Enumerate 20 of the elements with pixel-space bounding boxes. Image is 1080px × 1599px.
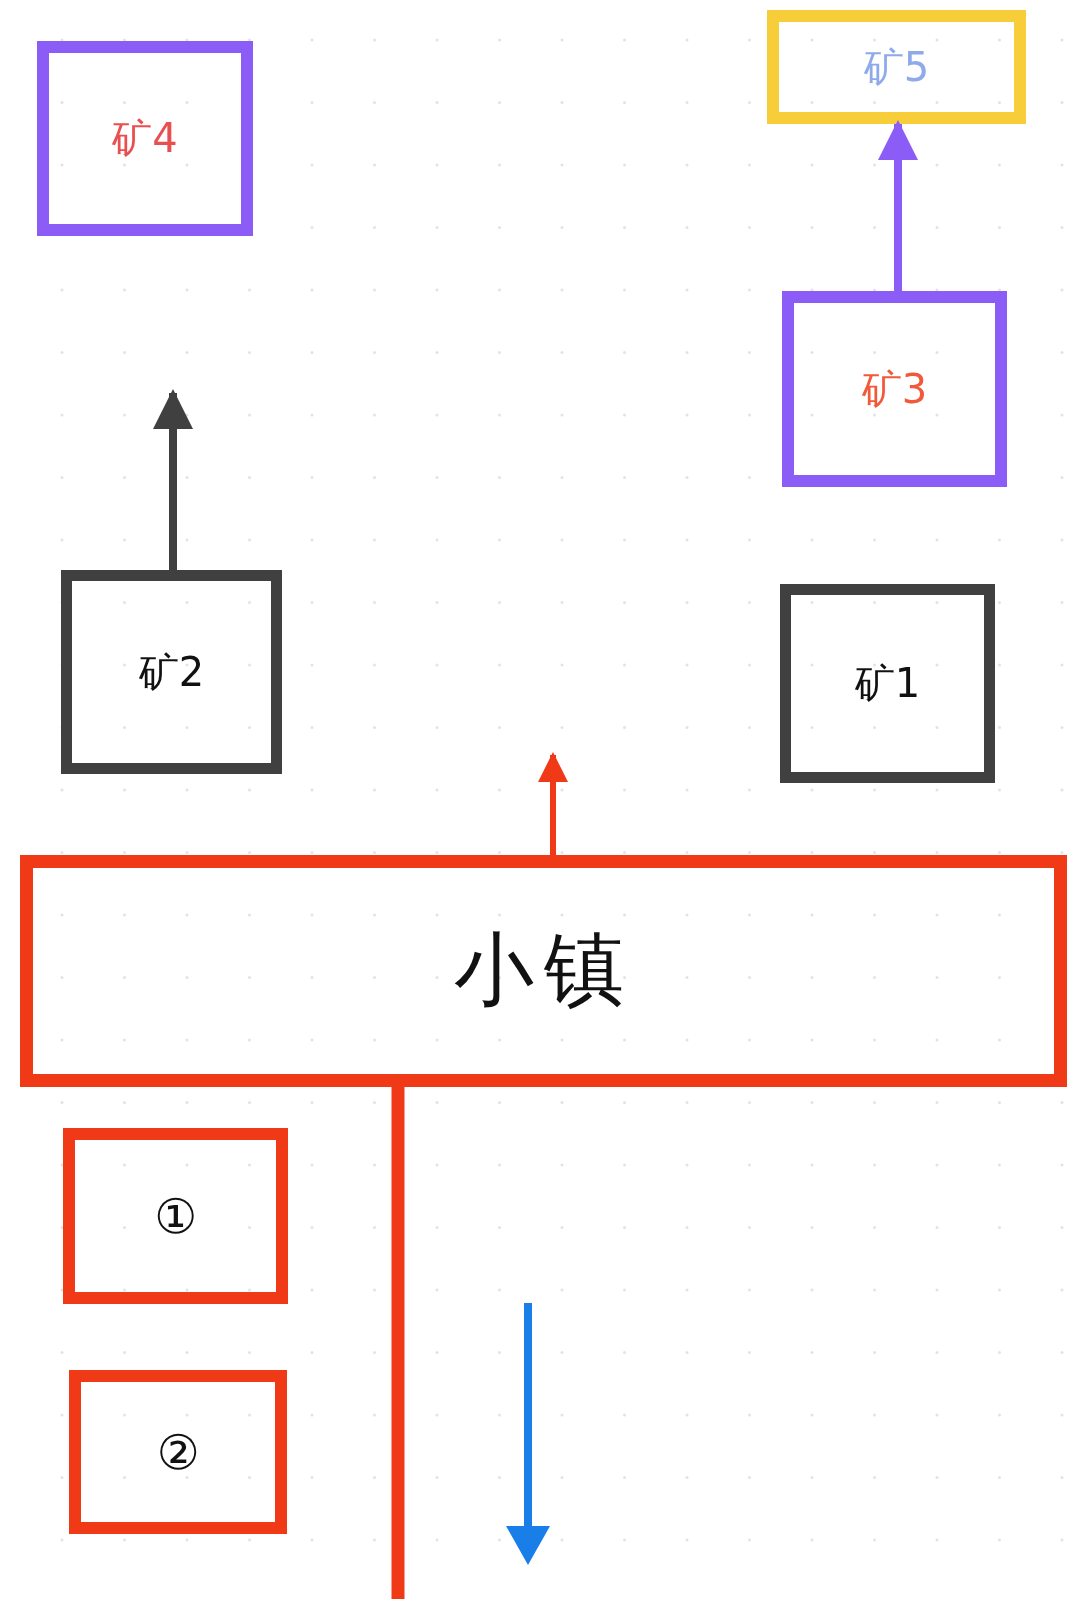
box — [37, 41, 253, 236]
arrow — [538, 752, 568, 855]
box — [61, 570, 282, 774]
box — [20, 855, 1067, 1087]
node-label: 矿5 — [863, 42, 930, 92]
node-label: ② — [156, 1424, 200, 1480]
arrow — [153, 389, 193, 570]
arrow — [878, 120, 918, 291]
box — [63, 1128, 288, 1304]
node-label: ① — [154, 1188, 197, 1244]
node-label: 矿1 — [854, 659, 921, 708]
node-label: 小镇 — [453, 922, 634, 1018]
box — [782, 291, 1007, 487]
node-label: 矿3 — [861, 364, 928, 414]
line — [391, 1087, 405, 1599]
box — [780, 584, 995, 783]
box — [69, 1370, 287, 1534]
box — [767, 10, 1026, 124]
node-label: 矿4 — [112, 114, 178, 163]
node-label: 矿2 — [138, 647, 205, 697]
